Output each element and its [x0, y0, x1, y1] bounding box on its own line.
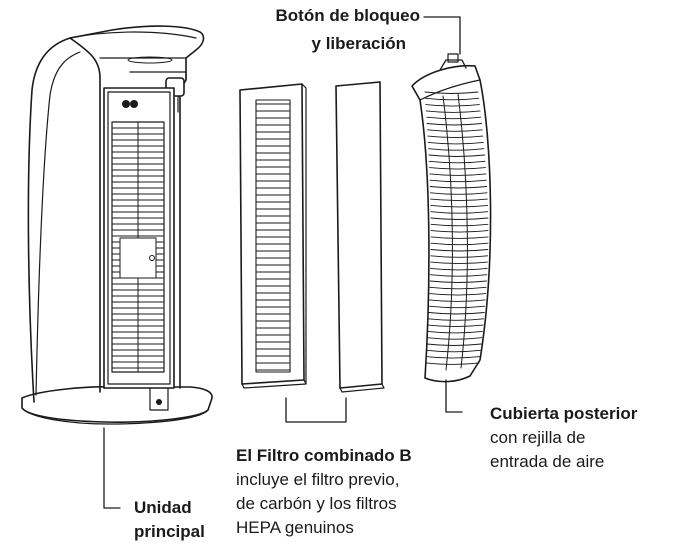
- main-unit-base: [21, 386, 213, 423]
- main-unit-drawing: [21, 25, 213, 509]
- rear-cover-vent-slat: [425, 356, 481, 359]
- rear-cover-vent-slat: [427, 141, 484, 145]
- rear-cover-vent-slat: [426, 116, 482, 120]
- rear-cover-vent-slat: [430, 230, 489, 233]
- rear-cover-vent-slat: [430, 255, 489, 258]
- rear-cover-vent-slat: [430, 242, 489, 246]
- hepa-filter-panel: [239, 83, 305, 385]
- lock-button-leader: [423, 16, 461, 55]
- rear-cover-vent-slat: [426, 123, 482, 126]
- rear-cover-vent-slat: [430, 261, 488, 265]
- combo-filter-desc-2: de carbón y los filtros: [236, 494, 397, 513]
- rear-cover-vent-slat: [428, 160, 486, 164]
- main-unit-label-line2: principal: [134, 522, 205, 541]
- rear-cover-outline: [411, 64, 492, 383]
- rear-cover-vent-slat: [428, 154, 485, 157]
- rear-cover-vent-slat: [430, 217, 489, 220]
- main-unit-label-line1: Unidad: [134, 498, 192, 517]
- rear-cover-vent-slat: [427, 129, 483, 132]
- lock-button-label-line2: y liberación: [311, 34, 406, 53]
- rear-cover-vent-slat: [426, 337, 483, 340]
- rear-cover-vent-slat: [429, 286, 487, 290]
- rear-cover-vent-slat: [429, 167, 486, 170]
- main-unit-body: [27, 25, 205, 403]
- rear-cover-vent-slat: [427, 135, 484, 139]
- rear-cover-vent-slat: [429, 173, 487, 176]
- rear-cover-vent-slat: [428, 148, 485, 151]
- rear-cover-vent-slat: [425, 362, 480, 365]
- combo-filter-bracket: [285, 397, 347, 423]
- rear-cover-vent-slat: [430, 211, 489, 214]
- rear-cover-vent-slat: [427, 330, 483, 334]
- rear-cover-vent-slat: [429, 192, 488, 195]
- lock-button: [439, 59, 467, 71]
- rear-cover-vent-slat: [427, 324, 484, 328]
- rear-cover-vent-slat: [429, 293, 487, 296]
- rear-cover-vent-slat: [428, 305, 486, 309]
- rear-cover-leader: [445, 379, 463, 413]
- rear-cover-vent-slat: [428, 299, 486, 302]
- rear-cover-vent-slat: [426, 343, 482, 346]
- rear-cover-vent-slat: [430, 267, 488, 271]
- rear-cover-vent-slat: [424, 97, 480, 101]
- rear-cover-vent-slat: [430, 249, 489, 252]
- rear-cover-desc-2: entrada de aire: [490, 452, 605, 471]
- combo-filter-desc-1: incluye el filtro previo,: [236, 470, 400, 489]
- rear-cover-vent-slat: [425, 110, 481, 113]
- combo-filter-drawing: [239, 81, 385, 423]
- rear-cover-drawing: [411, 16, 492, 413]
- rear-cover-vent-slat: [430, 223, 489, 227]
- rear-cover-vent-slat: [429, 274, 488, 277]
- combo-filter-title: El Filtro combinado B: [236, 446, 412, 465]
- rear-cover-vent-slat: [429, 179, 487, 183]
- rear-cover-vent-slat: [429, 186, 488, 189]
- pre-filter-sheet: [335, 81, 383, 389]
- rear-cover-vent-slat: [428, 312, 485, 315]
- rear-cover-vent-slat: [430, 204, 489, 208]
- rear-cover-vent-slat: [429, 280, 487, 283]
- lock-button-label-line1: Botón de bloqueo: [275, 6, 420, 25]
- rear-cover-vent-slat: [427, 318, 485, 321]
- rear-cover-vent-slat: [424, 91, 479, 94]
- main-unit-leader: [103, 427, 121, 509]
- combo-filter-desc-3: HEPA genuinos: [236, 518, 354, 537]
- rear-cover-vent-slat: [425, 104, 480, 107]
- rear-cover-title: Cubierta posterior: [490, 404, 638, 423]
- rear-cover-vent-slat: [430, 198, 488, 202]
- rear-cover-desc-1: con rejilla de: [490, 428, 586, 447]
- rear-cover-vent-slat: [430, 236, 489, 239]
- rear-cover-vent-slat: [425, 349, 481, 353]
